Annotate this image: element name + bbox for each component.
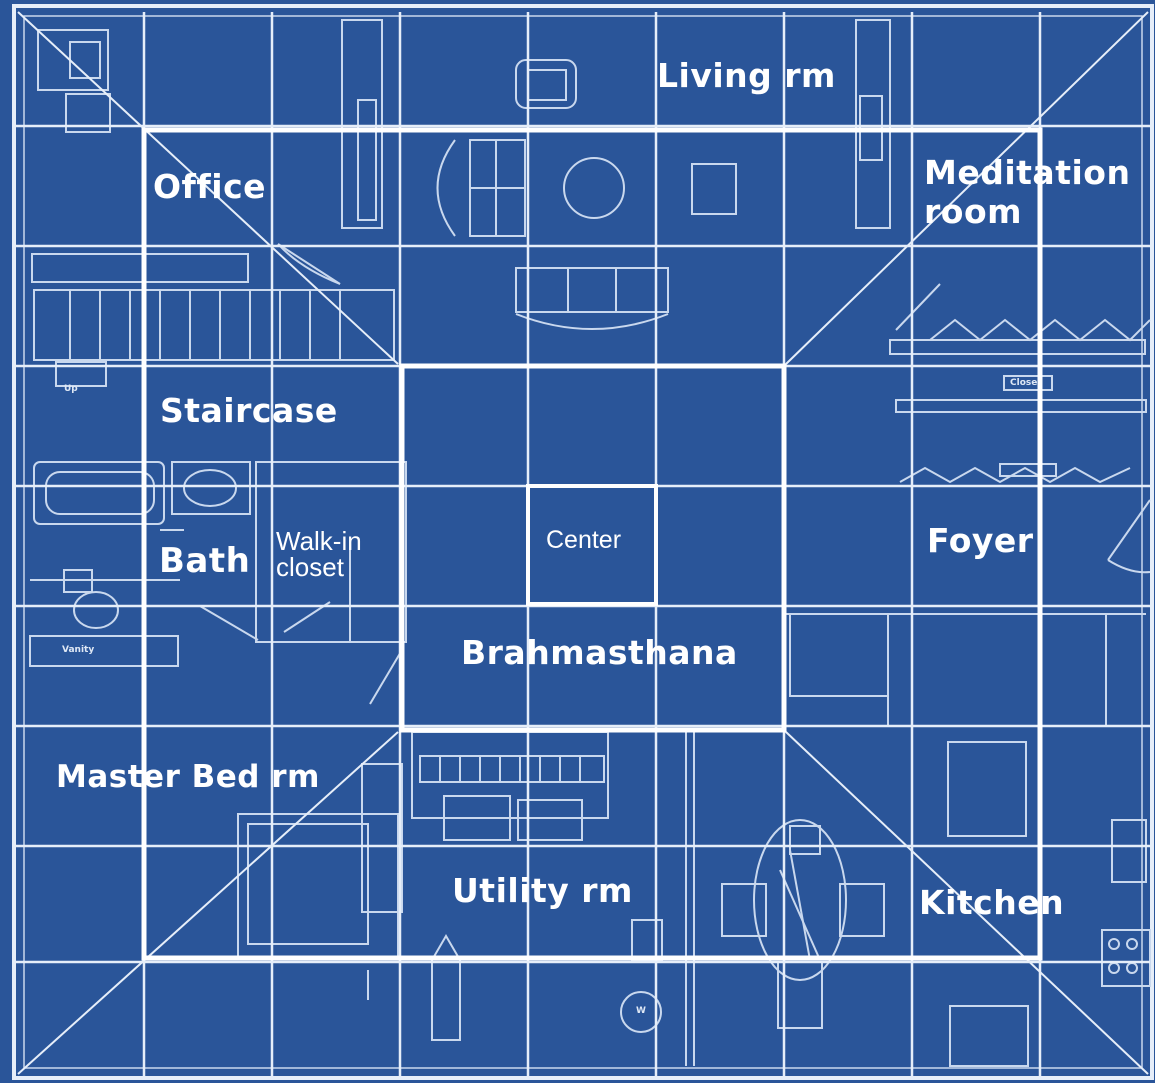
staircase-label: Staircase <box>160 391 338 430</box>
living-room-label: Living rm <box>657 56 836 95</box>
closet-stamp: Close <box>1010 378 1038 388</box>
master-bedroom-label: Master Bed rm <box>56 759 320 795</box>
meditation-room-label-line2: room <box>924 192 1023 231</box>
diagonals <box>17 11 1149 1075</box>
foyer-label: Foyer <box>927 521 1034 560</box>
bath-label: Bath <box>159 541 251 581</box>
walk-in-closet-label-line1: Walk-in <box>276 526 362 556</box>
kitchen-label: Kitchen <box>919 883 1065 922</box>
office-label: Office <box>153 167 267 206</box>
utility-room-label: Utility rm <box>452 871 633 910</box>
brahmasthana-outline <box>399 363 787 733</box>
washer-stamp: W <box>636 1006 646 1016</box>
center-label: Center <box>546 526 622 554</box>
inner-ring-outline <box>141 127 1043 961</box>
vanity-stamp: Vanity <box>62 645 95 655</box>
center-box <box>526 484 658 606</box>
furniture-outlines <box>29 19 1151 1067</box>
brahmasthana-label: Brahmasthana <box>461 633 738 672</box>
plan-outer-wall <box>12 4 1154 1080</box>
stair-up-stamp: Up <box>64 384 78 394</box>
zone-outlines <box>141 127 1043 961</box>
walk-in-closet-label-line2: closet <box>276 552 344 582</box>
meditation-room-label-line1: Meditation <box>924 153 1131 192</box>
